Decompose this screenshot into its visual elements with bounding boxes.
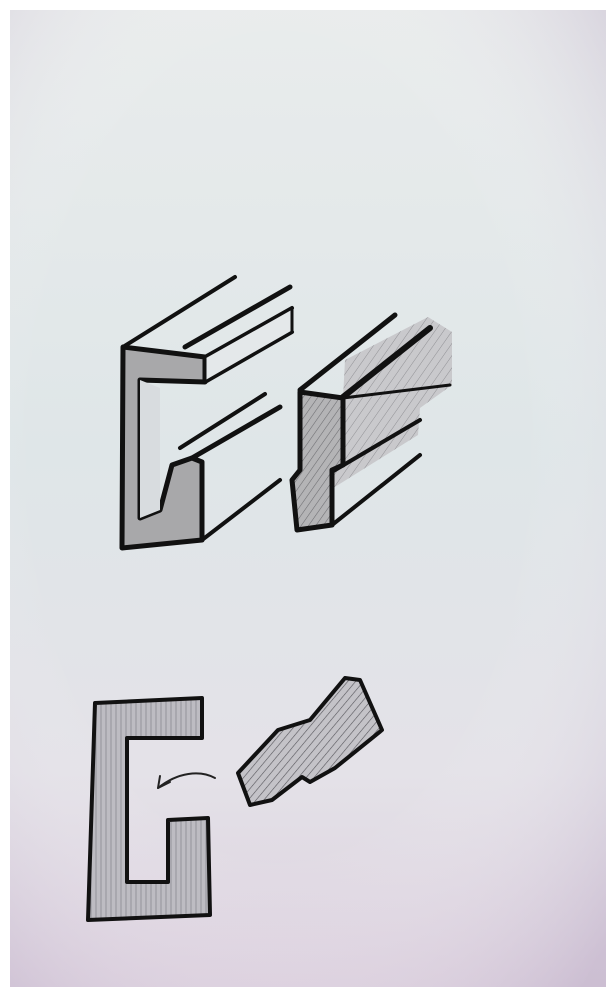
sketch-drawing <box>10 10 606 987</box>
sketch-photo <box>10 10 606 987</box>
